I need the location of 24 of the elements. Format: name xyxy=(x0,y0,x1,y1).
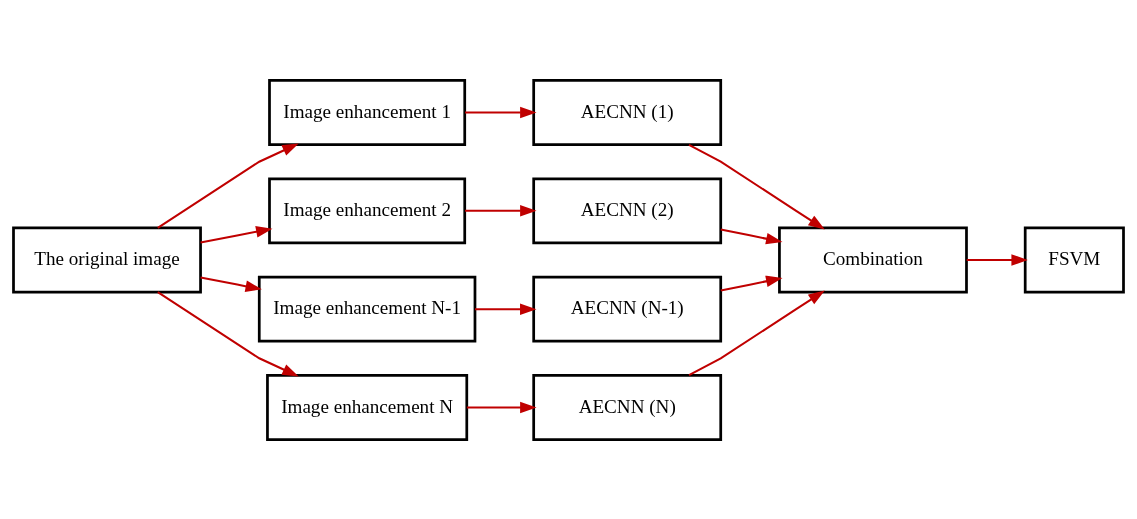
node-box: AECNN (2) xyxy=(532,176,723,244)
arrow xyxy=(465,106,537,118)
arrow xyxy=(720,275,783,291)
node-box: Image enhancement N xyxy=(266,373,469,441)
node-box: AECNN (N-1) xyxy=(532,275,723,343)
arrow xyxy=(720,228,783,244)
node-box: AECNN (N) xyxy=(532,373,723,441)
arrow xyxy=(200,225,273,243)
arrow xyxy=(688,143,825,229)
arrow xyxy=(200,276,262,292)
node-box: The original image xyxy=(12,226,202,293)
arrow xyxy=(465,204,537,217)
node-box: AECNN (1) xyxy=(532,78,723,146)
node-box: Image enhancement N-1 xyxy=(257,275,477,343)
arrow xyxy=(966,253,1028,266)
node-box: Combination xyxy=(778,226,968,293)
node-box: FSVM xyxy=(1023,226,1125,293)
arrow xyxy=(688,290,825,376)
arrow xyxy=(157,290,299,376)
arrow xyxy=(475,302,537,315)
node-box: Image enhancement 1 xyxy=(268,78,467,146)
node-box: Image enhancement 2 xyxy=(268,176,467,244)
arrow xyxy=(157,143,299,229)
arrow xyxy=(466,401,537,413)
